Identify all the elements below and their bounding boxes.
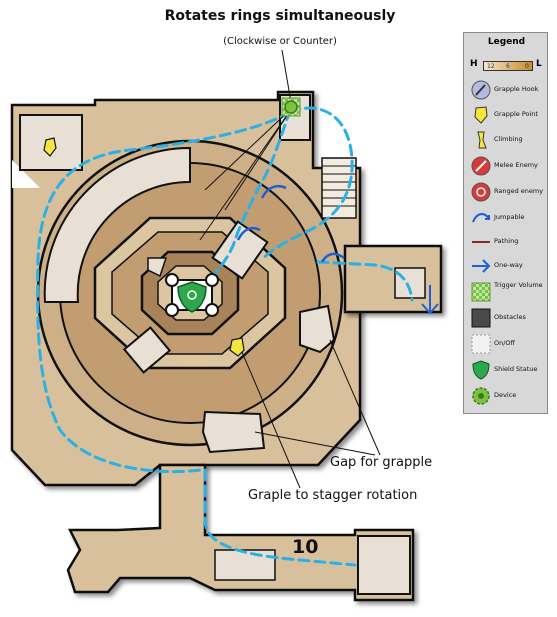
legend-item-jumpable: Jumpable (464, 207, 549, 231)
shield-statue-icon (165, 273, 219, 317)
height-high-label: H (470, 59, 478, 69)
legend-item-grapple-point: Grapple Point (464, 104, 549, 128)
device-icon (284, 100, 298, 114)
melee-enemy-icon (471, 156, 491, 176)
legend-item-melee-enemy: Melee Enemy (464, 155, 549, 179)
on-off-icon (471, 334, 491, 354)
legend-item-pathing: Pathing (464, 231, 549, 255)
height-gradient-bar: 12 6 0 (483, 61, 533, 71)
rotate-annotation-title: Rotates rings simultaneously (164, 8, 396, 24)
legend-item-climbing: Climbing (464, 129, 549, 153)
one-way-icon (472, 259, 491, 273)
legend-title: Legend (487, 37, 526, 47)
legend-item-shield-statue: Shield Statue (464, 359, 549, 383)
outer-arc-platform (43, 146, 191, 303)
annotation-pointers (199, 49, 381, 489)
legend-item-obstacles: Obstacles (464, 307, 549, 331)
south-corridor (66, 463, 415, 602)
shield-statue-icon (472, 360, 490, 380)
graple-annotation: Graple to stagger rotation (248, 488, 418, 503)
grapple-point-icon (474, 106, 488, 124)
legend-item-ranged-enemy: Ranged enemy (464, 181, 549, 205)
inner-block (122, 326, 172, 374)
path-route (36, 106, 414, 567)
ranged-enemy-icon (471, 182, 491, 202)
legend-item-trigger-volume: Trigger Volume (464, 281, 549, 305)
trigger-volume-icon (471, 282, 491, 302)
legend-panel: Legend H 12 6 0 L Grapple Hook Grapple P… (463, 32, 548, 414)
device-icon (472, 387, 490, 405)
obstacles-icon (471, 308, 491, 328)
gap-annotation: Gap for grapple (330, 455, 433, 470)
grapple-hook-icon (471, 80, 491, 100)
jumpable-icon (472, 213, 490, 223)
height-low-label: L (536, 59, 542, 69)
gap-block-bottom (201, 410, 266, 454)
pathing-icon (472, 241, 490, 243)
grapple-point-icon (43, 137, 57, 157)
bridge-platform (211, 220, 269, 280)
one-way-arrow (421, 285, 439, 315)
south-west-platform (214, 549, 276, 581)
gap-block-right (299, 304, 336, 354)
jumpable-arrows (236, 184, 345, 263)
grapple-point-icon (229, 337, 245, 357)
legend-item-one-way: One-way (464, 255, 549, 279)
height-mark: 12 (487, 63, 495, 70)
height-mark: 6 (506, 63, 510, 70)
inner-ledge (147, 257, 168, 278)
legend-item-on-off: On/Off (464, 333, 549, 357)
legend-item-grapple-hook: Grapple Hook (464, 79, 549, 103)
height-scale: H 12 6 0 L (470, 57, 545, 75)
legend-item-device: Device (464, 385, 549, 409)
climbing-icon (477, 131, 487, 149)
height-mark: 0 (525, 63, 529, 70)
rotate-annotation-subtitle: (Clockwise or Counter) (223, 36, 337, 47)
room-number: 10 (292, 536, 319, 558)
south-exit-platform (357, 535, 411, 595)
right-wing-room (343, 244, 443, 314)
